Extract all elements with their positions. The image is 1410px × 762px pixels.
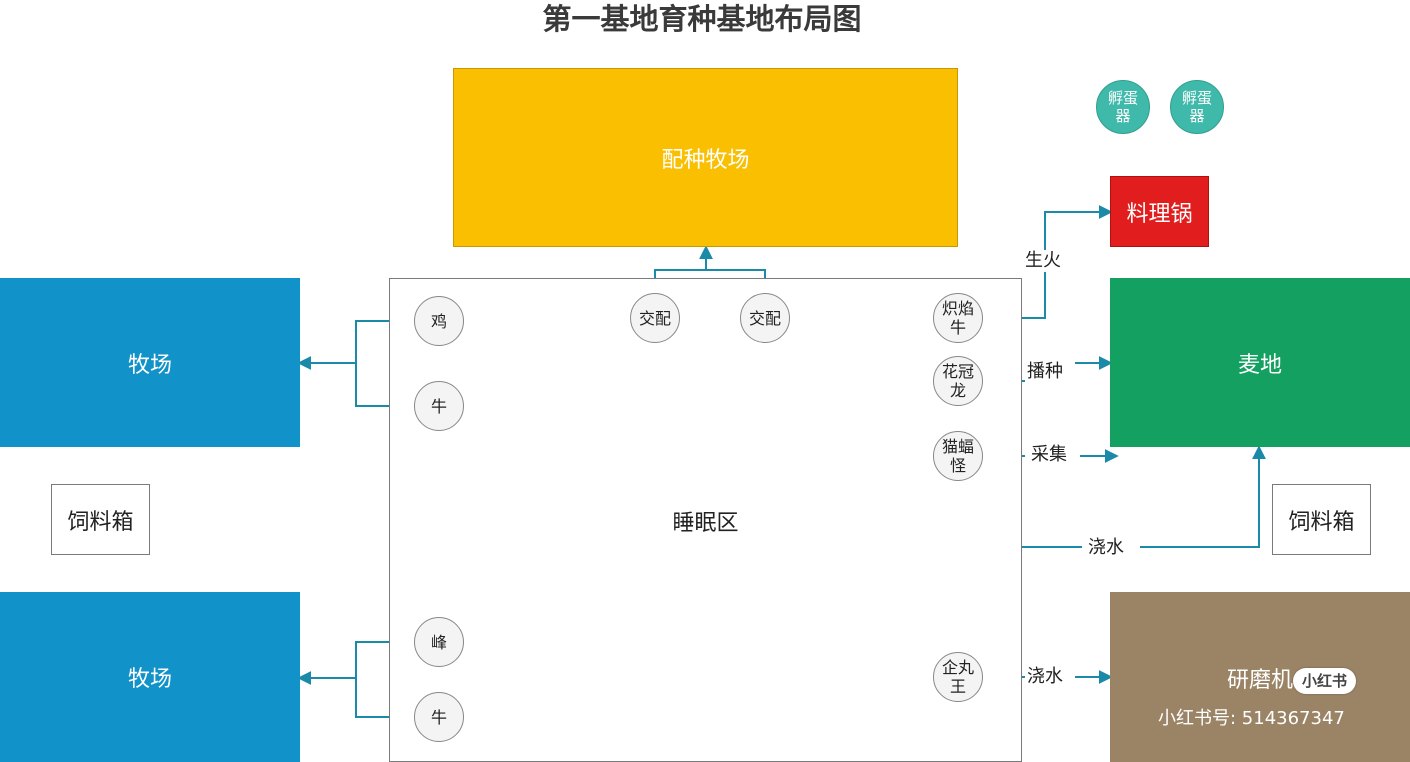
incubator-1-label: 孵蛋器: [1107, 89, 1138, 125]
ranch-bottom-zone: 牧场: [0, 592, 300, 762]
node-flame-bull-label: 炽焰牛: [941, 299, 974, 337]
node-penking: 企丸王: [933, 652, 983, 702]
node-mate-1-label: 交配: [638, 308, 671, 328]
sleep-area-zone: [389, 278, 1022, 762]
edge-label-water-2: 浇水: [1025, 666, 1065, 688]
diagram-title: 第一基地育种基地布局图: [542, 2, 862, 36]
node-cow-top-label: 牛: [430, 396, 447, 416]
watermark-badge: 小红书: [1293, 668, 1357, 694]
grinder-label: 研磨机: [1226, 668, 1293, 693]
ranch-bottom-label: 牧场: [127, 667, 172, 692]
node-batcat: 猫蝠怪: [933, 431, 983, 481]
incubator-1: 孵蛋器: [1096, 80, 1150, 134]
node-florasaur: 花冠龙: [933, 356, 983, 406]
edge-label-water-1: 浇水: [1086, 537, 1126, 559]
cooking-pot-label: 料理锅: [1126, 201, 1193, 227]
node-batcat-label: 猫蝠怪: [941, 437, 974, 475]
node-florasaur-label: 花冠龙: [941, 362, 974, 400]
node-flame-bull: 炽焰牛: [933, 293, 983, 343]
grinder-zone: [1110, 592, 1410, 762]
breeding-ranch-label: 配种牧场: [661, 147, 750, 173]
edge-label-gather: 采集: [1029, 444, 1069, 466]
ranch-top-label: 牧场: [127, 352, 172, 378]
edge-label-fire: 生火: [1023, 250, 1063, 272]
node-mate-1: 交配: [630, 293, 680, 343]
ranch-top-zone: 牧场: [0, 278, 300, 447]
wheat-field-zone: 麦地: [1110, 278, 1410, 447]
node-chicken: 鸡: [414, 296, 464, 346]
node-mate-2: 交配: [740, 293, 790, 343]
feed-box-right: 饲料箱: [1272, 484, 1371, 555]
feed-box-right-label: 饲料箱: [1288, 509, 1355, 535]
feed-box-left: 饲料箱: [51, 484, 150, 555]
edge-peak-ranch: [355, 641, 413, 718]
incubator-2-label: 孵蛋器: [1181, 89, 1212, 125]
node-peak-label: 峰: [430, 632, 447, 652]
node-penking-label: 企丸王: [941, 658, 974, 696]
breeding-ranch-zone: 配种牧场: [453, 68, 958, 247]
node-cow-bottom: 牛: [414, 692, 464, 742]
edge-label-sow: 播种: [1025, 361, 1065, 383]
node-peak: 峰: [414, 617, 464, 667]
node-mate-2-label: 交配: [748, 308, 781, 328]
wheat-field-label: 麦地: [1237, 352, 1282, 378]
cooking-pot-zone: 料理锅: [1110, 176, 1209, 247]
feed-box-left-label: 饲料箱: [67, 509, 134, 535]
watermark-account: 小红书号: 514367347: [1158, 708, 1345, 729]
incubator-2: 孵蛋器: [1170, 80, 1224, 134]
node-cow-top: 牛: [414, 381, 464, 431]
node-chicken-label: 鸡: [430, 311, 447, 331]
sleep-area-label: 睡眠区: [672, 511, 739, 536]
node-cow-bottom-label: 牛: [430, 707, 447, 727]
